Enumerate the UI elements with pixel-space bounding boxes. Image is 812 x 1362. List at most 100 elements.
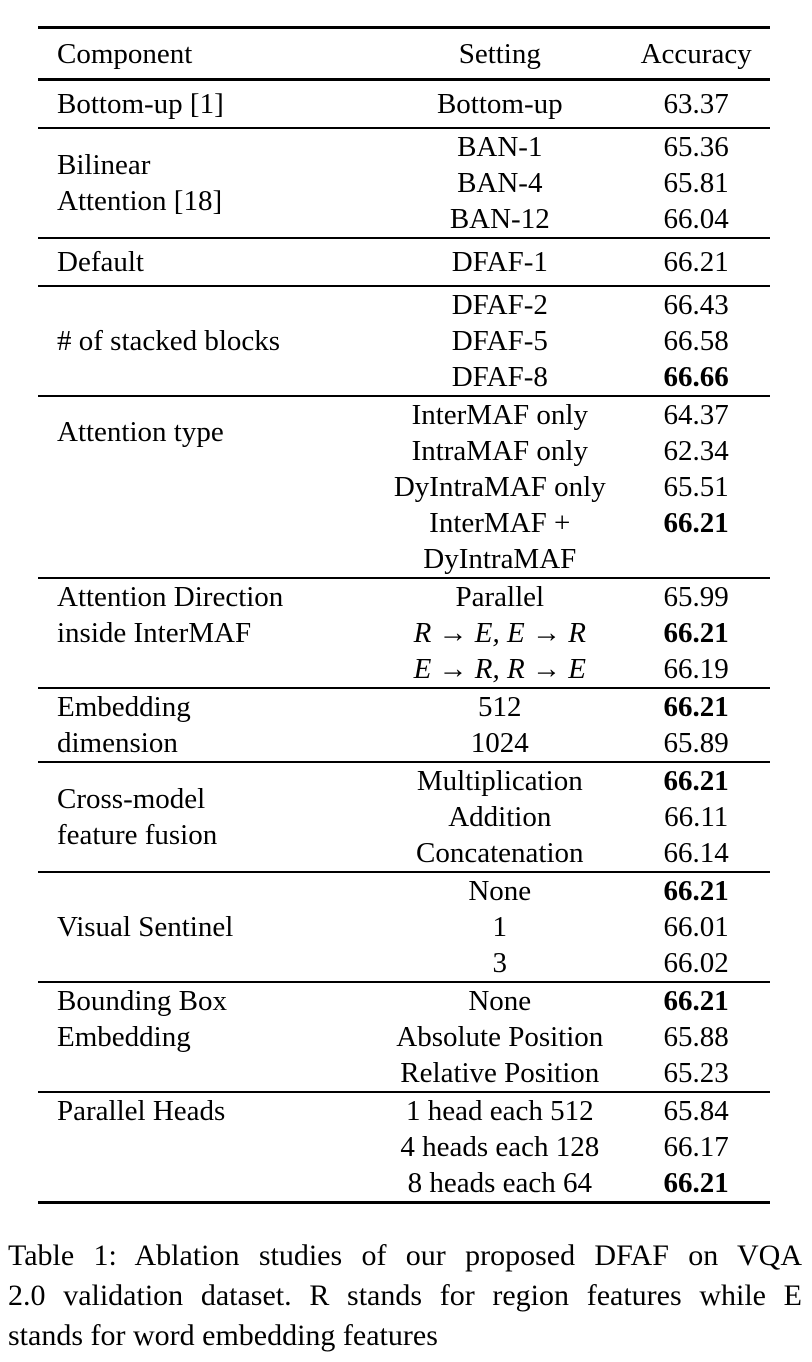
section-attention-type: Attention type InterMAF only 64.37 Intra… — [38, 396, 770, 578]
accuracy-cell: 65.84 — [663, 1095, 729, 1127]
accuracy-cell: 64.37 — [663, 399, 729, 431]
header-row: Component Setting Accuracy — [38, 28, 770, 80]
table-row: BAN-4 65.81 — [38, 165, 770, 201]
table-row: DFAF-8 66.66 — [38, 359, 770, 396]
table-row: Absolute Position 65.88 — [38, 1019, 770, 1055]
setting-cell: BAN-12 — [449, 203, 550, 235]
accuracy-cell: 63.37 — [663, 88, 729, 120]
table-row: Parallel Heads 1 head each 512 65.84 — [38, 1092, 770, 1129]
component-line: Bounding Box — [57, 985, 227, 1017]
section-default: Default DFAF-1 66.21 — [38, 238, 770, 286]
accuracy-cell: 66.04 — [663, 203, 729, 235]
component-line: feature fusion — [57, 819, 218, 851]
table-row: Concatenation 66.14 — [38, 835, 770, 872]
caption-line: stands for word embedding features — [8, 1319, 438, 1352]
accuracy-cell: 66.21 — [663, 246, 729, 278]
accuracy-cell: 66.21 — [663, 985, 729, 1017]
table-row: Cross-model feature fusion Multiplicatio… — [38, 762, 770, 851]
table-row: BAN-12 66.04 — [38, 201, 770, 238]
table-row: R → E, E → R 66.21 — [38, 615, 770, 651]
accuracy-cell: 66.21 — [663, 691, 729, 723]
setting-cell: 3 — [492, 947, 508, 979]
table-row: # of stacked blocks DFAF-2 66.43 — [38, 286, 770, 357]
component-line: inside InterMAF — [57, 617, 252, 649]
accuracy-cell: 66.21 — [663, 875, 729, 907]
setting-cell: InterMAF only — [411, 399, 588, 431]
caption-line: Table 1: Ablation studies of our propose… — [8, 1239, 802, 1272]
setting-cell: DFAF-1 — [451, 246, 548, 278]
accuracy-cell: 62.34 — [663, 435, 729, 467]
component-line: Bilinear — [57, 149, 151, 181]
setting-cell: 1 — [492, 911, 508, 943]
accuracy-cell: 65.51 — [663, 471, 729, 503]
table-row: Bilinear Attention [18] BAN-1 65.36 — [38, 128, 770, 217]
section-bilinear-attention: Bilinear Attention [18] BAN-1 65.36 BAN-… — [38, 128, 770, 238]
component-cell: Bilinear Attention [18] — [38, 128, 377, 238]
accuracy-cell — [622, 541, 770, 578]
table-row: E → R, R → E 66.19 — [38, 651, 770, 688]
setting-cell: 1 head each 512 — [405, 1095, 594, 1127]
component-line: Attention [18] — [57, 185, 223, 217]
component-line: dimension — [57, 727, 178, 759]
table-row: DyIntraMAF — [38, 541, 770, 578]
setting-cell: DyIntraMAF only — [393, 471, 606, 503]
table-row: 1 66.01 — [38, 909, 770, 945]
accuracy-cell: 66.14 — [663, 837, 729, 869]
setting-cell: Bottom-up — [436, 88, 563, 120]
setting-cell: Relative Position — [400, 1057, 600, 1089]
table-row: IntraMAF only 62.34 — [38, 433, 770, 469]
setting-cell: DyIntraMAF — [423, 543, 577, 575]
accuracy-cell: 66.11 — [664, 801, 729, 833]
setting-cell: 1024 — [470, 727, 529, 759]
setting-cell: None — [468, 875, 532, 907]
accuracy-cell: 66.66 — [663, 361, 729, 393]
setting-cell: Addition — [448, 801, 552, 833]
setting-cell: Multiplication — [416, 765, 583, 797]
component-cell: Bounding Box Embedding — [38, 982, 377, 1092]
accuracy-cell: 66.43 — [663, 289, 729, 321]
setting-cell: DFAF-2 — [451, 289, 548, 321]
setting-cell: 512 — [478, 691, 522, 723]
table-row: Relative Position 65.23 — [38, 1055, 770, 1092]
table-row: Visual Sentinel None 66.21 — [38, 872, 770, 943]
table-row: DFAF-5 66.58 — [38, 323, 770, 359]
caption-line: 2.0 validation dataset. R stands for reg… — [8, 1279, 802, 1312]
setting-cell: 4 heads each 128 — [400, 1131, 600, 1163]
table-header: Component Setting Accuracy — [38, 28, 770, 80]
table-row: Embedding dimension 512 66.21 — [38, 688, 770, 759]
component-cell: Default — [57, 246, 144, 278]
setting-cell: Parallel — [455, 581, 545, 613]
header-setting: Setting — [458, 38, 541, 70]
table-row: Attention Direction inside InterMAF Para… — [38, 578, 770, 649]
accuracy-cell: 65.89 — [663, 727, 729, 759]
accuracy-cell: 65.23 — [663, 1057, 729, 1089]
component-line: Embedding — [57, 1021, 191, 1053]
table-row: 1024 65.89 — [38, 725, 770, 762]
setting-cell: None — [468, 985, 532, 1017]
table-row: DyIntraMAF only 65.51 — [38, 469, 770, 505]
component-cell: Parallel Heads — [57, 1095, 226, 1127]
accuracy-cell: 65.99 — [663, 581, 729, 613]
accuracy-cell: 66.58 — [663, 325, 729, 357]
table-row: InterMAF + 66.21 — [38, 505, 770, 541]
component-cell: Embedding dimension — [38, 688, 377, 762]
setting-cell: IntraMAF only — [411, 435, 588, 467]
component-cell: Visual Sentinel — [57, 911, 234, 943]
table-row: 8 heads each 64 66.21 — [38, 1165, 770, 1203]
setting-cell: DFAF-8 — [451, 361, 548, 393]
accuracy-cell: 66.21 — [663, 507, 729, 539]
component-line: Cross-model — [57, 783, 206, 815]
accuracy-cell: 66.21 — [663, 1167, 729, 1199]
setting-cell: BAN-1 — [457, 131, 543, 163]
component-cell: # of stacked blocks — [57, 325, 281, 357]
setting-cell: Concatenation — [416, 837, 584, 869]
accuracy-cell: 65.36 — [663, 131, 729, 163]
section-cross-model-fusion: Cross-model feature fusion Multiplicatio… — [38, 762, 770, 872]
setting-cell: InterMAF + — [429, 507, 571, 539]
section-stacked-blocks: # of stacked blocks DFAF-2 66.43 DFAF-5 … — [38, 286, 770, 396]
section-bounding-box-embedding: Bounding Box Embedding None 66.21 Absolu… — [38, 982, 770, 1092]
ablation-table: Component Setting Accuracy Bottom-up [1]… — [38, 26, 770, 1204]
table-row: Default DFAF-1 66.21 — [38, 238, 770, 286]
component-line: Attention Direction — [57, 581, 284, 613]
table-row: Attention type InterMAF only 64.37 — [38, 396, 770, 448]
